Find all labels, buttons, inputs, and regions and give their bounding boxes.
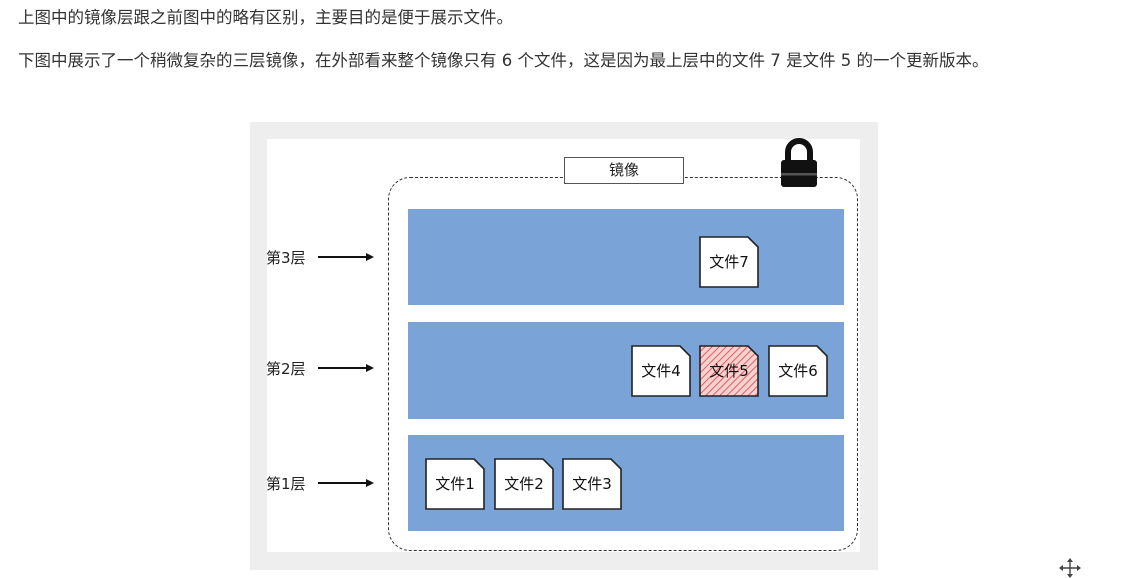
paragraph-2: 下图中展示了一个稍微复杂的三层镜像，在外部看来整个镜像只有 6 个文件，这是因为… <box>18 51 989 70</box>
file-7: 文件7 <box>699 236 759 288</box>
layer-1-arrow <box>318 479 374 487</box>
layer-2-label: 第2层 <box>266 360 306 378</box>
lock-icon <box>781 138 817 187</box>
file-3: 文件3 <box>562 458 622 510</box>
file-4: 文件4 <box>631 345 691 397</box>
file-1: 文件1 <box>425 458 485 510</box>
file-6: 文件6 <box>768 345 828 397</box>
file-2: 文件2 <box>494 458 554 510</box>
layer-1-label: 第1层 <box>266 475 306 493</box>
paragraph-1: 上图中的镜像层跟之前图中的略有区别，主要目的是便于展示文件。 <box>18 8 513 27</box>
layer-3-arrow <box>318 253 374 261</box>
layer-3-label: 第3层 <box>266 249 306 267</box>
file-5-obsolete: 文件5 <box>699 345 759 397</box>
layer-2-arrow <box>318 364 374 372</box>
layer-3-band <box>408 209 844 305</box>
move-cursor-icon <box>1059 558 1081 578</box>
image-label: 镜像 <box>564 157 684 184</box>
